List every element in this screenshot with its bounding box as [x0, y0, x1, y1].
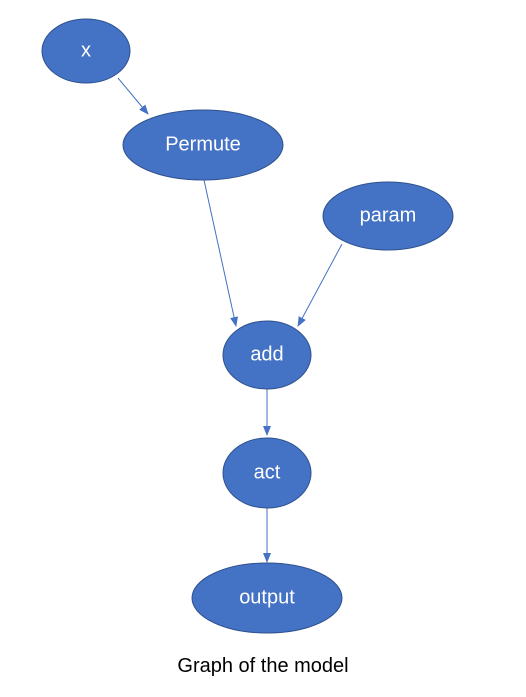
node-add[interactable]: add — [222, 320, 312, 390]
node-param-shape — [322, 181, 454, 251]
node-add-shape — [222, 320, 312, 390]
node-output-label: output — [239, 586, 295, 608]
node-output[interactable]: output — [191, 562, 343, 634]
figure-caption: Graph of the model — [177, 655, 349, 677]
node-act-label: act — [254, 461, 281, 483]
node-act-shape — [222, 437, 312, 509]
node-output-shape — [191, 562, 343, 634]
node-permute[interactable]: Permute — [122, 109, 284, 181]
node-x-shape — [41, 18, 131, 84]
node-add-label: add — [250, 343, 283, 365]
node-permute-shape — [122, 109, 284, 181]
node-act[interactable]: act — [222, 437, 312, 509]
node-x-label: x — [81, 39, 91, 61]
edge-permute-to-add — [203, 179, 238, 327]
edge-param-to-add — [297, 243, 343, 327]
edge-x-to-permute — [117, 77, 149, 115]
node-param[interactable]: param — [322, 181, 454, 251]
node-x[interactable]: x — [41, 18, 131, 84]
node-permute-label: Permute — [165, 133, 241, 155]
node-param-label: param — [360, 204, 417, 226]
edges — [117, 77, 343, 563]
